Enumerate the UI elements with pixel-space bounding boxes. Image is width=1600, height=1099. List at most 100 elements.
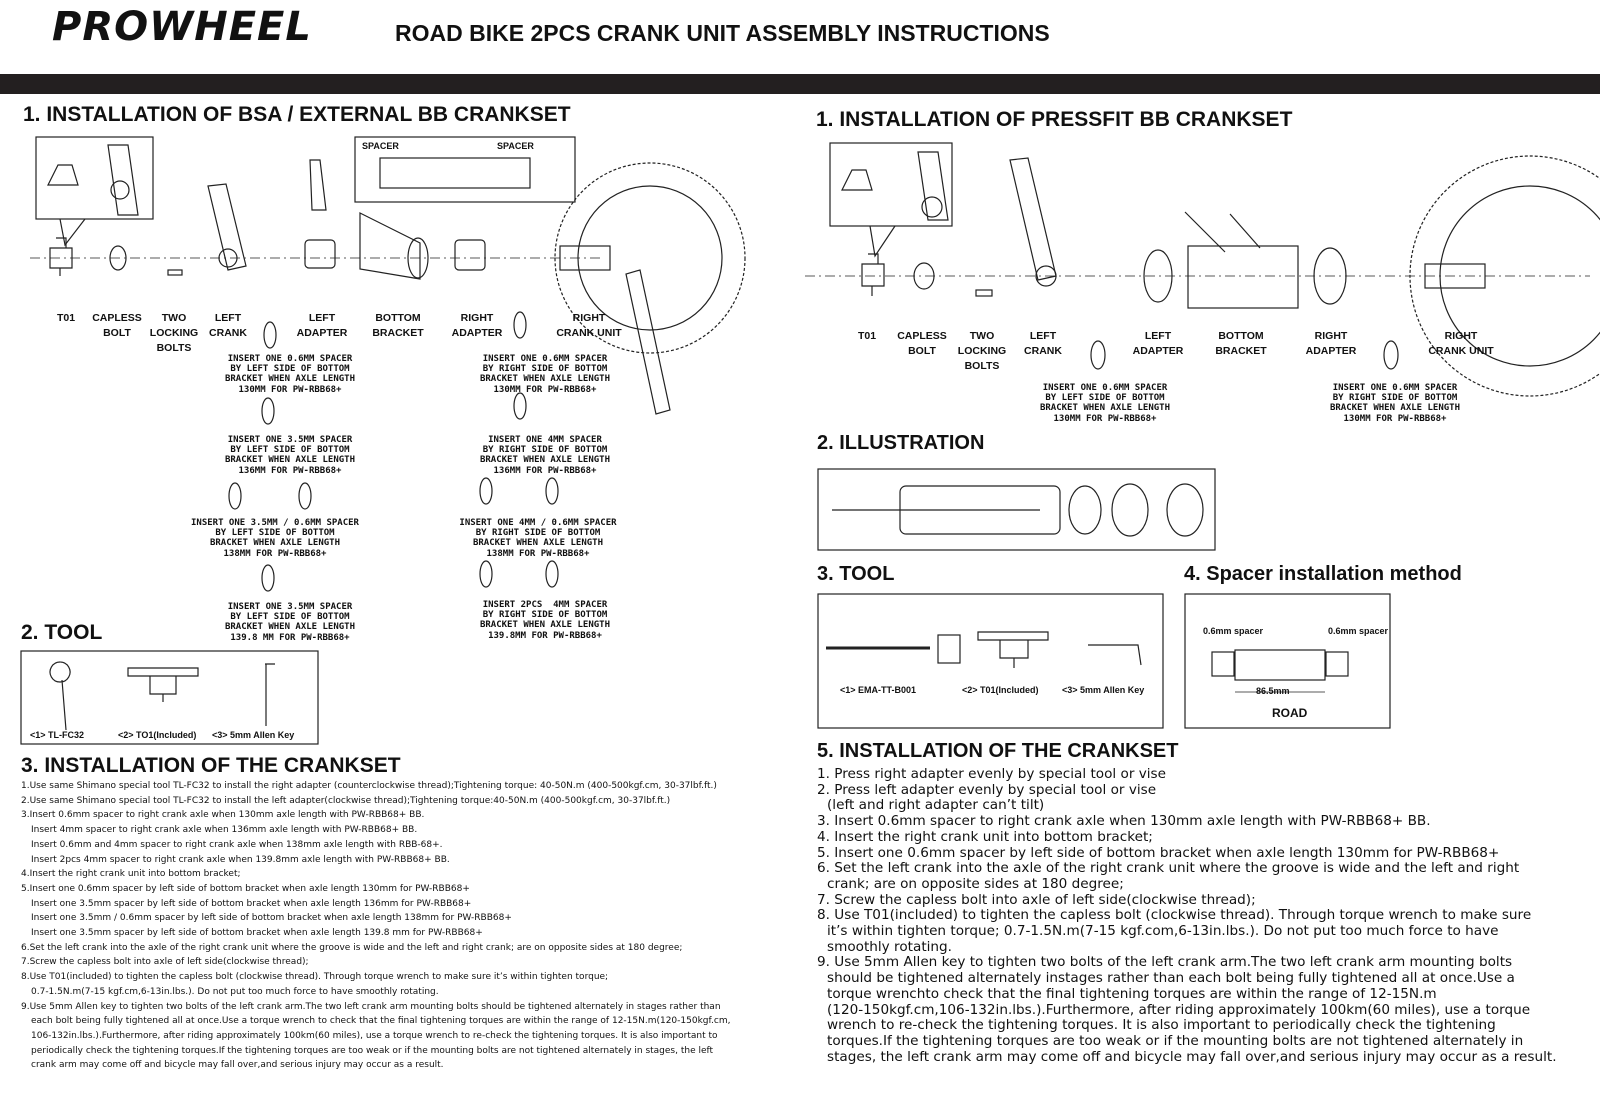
spacer-method-right-label: 0.6mm spacer [1328, 626, 1389, 636]
left-right-adapter [454, 239, 486, 271]
left-instruction-line: Insert one 3.5mm spacer by left side of … [31, 898, 472, 909]
left-capless-bolt [109, 245, 127, 271]
left-section1-title: 1. INSTALLATION OF BSA / EXTERNAL BB CRA… [23, 103, 571, 126]
left-instruction-line: 106-132in.lbs.).Furthermore, after ridin… [31, 1030, 718, 1041]
right-section5-title: 5. INSTALLATION OF THE CRANKSET [817, 740, 1179, 762]
left-instruction-line: 3.Insert 0.6mm spacer to right crank axl… [21, 810, 425, 821]
right-instruction-line: 9. Use 5mm Allen key to tighten two bolt… [817, 954, 1513, 971]
left-right-spacer-4 [545, 477, 559, 505]
right-section2-title: 2. ILLUSTRATION [817, 432, 985, 454]
left-instruction-line: 2.Use same Shimano special tool TL-FC32 … [21, 795, 671, 806]
right-crank-axle [1424, 263, 1486, 289]
right-side-note-1: INSERT ONE 4MM SPACER BY RIGHT SIDE OF B… [479, 435, 611, 476]
right-inset-box [829, 142, 953, 227]
left-spacer-2 [261, 397, 275, 425]
left-instruction-line: 6.Set the left crank into the axle of th… [21, 942, 683, 953]
left-right-spacer-3 [479, 477, 493, 505]
left-chainring-outer [554, 162, 746, 354]
right-tool-2: <2> T01(Included) [962, 685, 1039, 695]
right-inset-bolt [921, 196, 943, 218]
right-instruction-line: wrench to re-check the tightening torque… [827, 1017, 1496, 1034]
left-section2-title: 2. TOOL [21, 621, 103, 644]
spacer-method-left-label: 0.6mm spacer [1203, 626, 1264, 636]
left-t01-tool [49, 237, 73, 276]
right-tool-box [817, 593, 1164, 729]
left-tool-3: <3> 5mm Allen Key [212, 730, 295, 740]
illustration-ring-1 [1068, 485, 1102, 535]
left-spacer-3 [228, 482, 242, 510]
right-right-adapter [1313, 247, 1347, 305]
left-instruction-line: 8.Use T01(included) to tighten the caple… [21, 972, 609, 983]
right-left-adapter [1143, 249, 1173, 303]
left-right-crank-arm [625, 269, 671, 415]
right-section1-title: 1. INSTALLATION OF PRESSFIT BB CRANKSET [816, 108, 1293, 131]
header-divider [0, 74, 1600, 94]
left-instruction-line: Insert 0.6mm and 4mm spacer to right cra… [31, 839, 443, 850]
right-tool-allen-key [1088, 644, 1142, 666]
right-left-spacer [1090, 340, 1106, 370]
left-spacer-4 [298, 482, 312, 510]
right-instruction-line: torque wrenchto check that the final tig… [827, 985, 1437, 1002]
right-instruction-line: 4. Insert the right crank unit into bott… [817, 828, 1153, 845]
left-instruction-line: Insert one 3.5mm / 0.6mm spacer by left … [31, 913, 512, 924]
left-instruction-line: Insert 2pcs 4mm spacer to right crank ax… [31, 854, 450, 865]
spacer-method-bb [1234, 649, 1326, 681]
left-instructions: 1.Use same Shimano special tool TL-FC32 … [21, 779, 730, 1073]
right-instruction-line: 2. Press left adapter evenly by special … [817, 781, 1157, 798]
right-tool-t01 [977, 631, 1049, 668]
left-instruction-line: each bolt being fully tightened all at o… [31, 1016, 731, 1027]
left-crank-arm [207, 183, 247, 271]
left-adapter [304, 239, 336, 269]
left-note-1: INSERT ONE 3.5MM SPACER BY LEFT SIDE OF … [224, 435, 356, 476]
spacer-method-road: ROAD [1272, 706, 1308, 720]
left-spacer-inset-bb [379, 157, 531, 189]
left-part-label-6: RIGHT ADAPTER [451, 312, 503, 339]
left-note-0: INSERT ONE 0.6MM SPACER BY LEFT SIDE OF … [224, 354, 356, 395]
brand-logo: PROWHEEL [52, 4, 312, 50]
left-chainring-inner [577, 185, 723, 331]
document-title: ROAD BIKE 2PCS CRANK UNIT ASSEMBLY INSTR… [395, 20, 1050, 46]
right-t01-tool [861, 253, 885, 296]
left-right-spacer-1 [513, 311, 527, 339]
left-spacer-inset [354, 136, 576, 203]
right-instruction-line: 8. Use T01(included) to tighten the capl… [817, 907, 1532, 924]
left-instruction-line: 5.Insert one 0.6mm spacer by left side o… [21, 883, 470, 894]
right-note-left: INSERT ONE 0.6MM SPACER BY LEFT SIDE OF … [1039, 383, 1171, 424]
left-part-label-1: CAPLESS BOLT [92, 312, 142, 339]
right-section4-title: 4. Spacer installation method [1184, 563, 1462, 585]
right-chainring-inner [1439, 185, 1600, 367]
left-frame-tube [359, 212, 421, 280]
right-part-label-3: LEFT CRANK [1024, 330, 1062, 357]
left-right-spacer-6 [545, 560, 559, 588]
left-instruction-line: periodically check the tightening torque… [31, 1045, 714, 1056]
right-inset-tool [841, 169, 873, 191]
left-spacer-5 [261, 564, 275, 592]
right-part-label-5: BOTTOM BRACKET [1215, 330, 1267, 357]
left-instruction-line: 9.Use 5mm Allen key to tighten two bolts… [21, 1001, 721, 1012]
right-left-crank-arm [1009, 157, 1057, 281]
right-inset-pointer [869, 225, 896, 258]
illustration-ring-2 [1111, 483, 1149, 537]
left-tool-wrench [49, 661, 71, 731]
left-part-label-4: LEFT ADAPTER [296, 312, 348, 339]
right-locking-bolt [975, 289, 993, 297]
left-part-label-7: RIGHT CRANK UNIT [556, 312, 622, 339]
illustration-box [817, 468, 1216, 551]
left-instruction-line: 4.Insert the right crank unit into botto… [21, 869, 241, 880]
right-right-spacer [1383, 340, 1399, 370]
left-note-3: INSERT ONE 3.5MM SPACER BY LEFT SIDE OF … [224, 602, 356, 643]
right-instruction-line: smoothly rotating. [827, 938, 952, 955]
right-instruction-line: 1. Press right adapter evenly by special… [817, 766, 1167, 782]
right-capless-bolt [913, 262, 935, 290]
right-part-label-7: RIGHT CRANK UNIT [1428, 330, 1494, 357]
left-wrench [309, 159, 327, 211]
left-inset-box [35, 136, 154, 220]
left-instruction-line: 1.Use same Shimano special tool TL-FC32 … [21, 781, 717, 791]
left-instruction-line: Insert one 3.5mm spacer by left side of … [31, 928, 483, 939]
right-instruction-line: 5. Insert one 0.6mm spacer by left side … [817, 844, 1500, 861]
left-instruction-line: Insert 4mm spacer to right crank axle wh… [31, 825, 418, 836]
left-spacer-1 [263, 321, 277, 349]
left-tool-t01 [127, 667, 199, 702]
left-inset-bolt [110, 180, 130, 200]
spacer-method-left-cup [1211, 651, 1235, 677]
